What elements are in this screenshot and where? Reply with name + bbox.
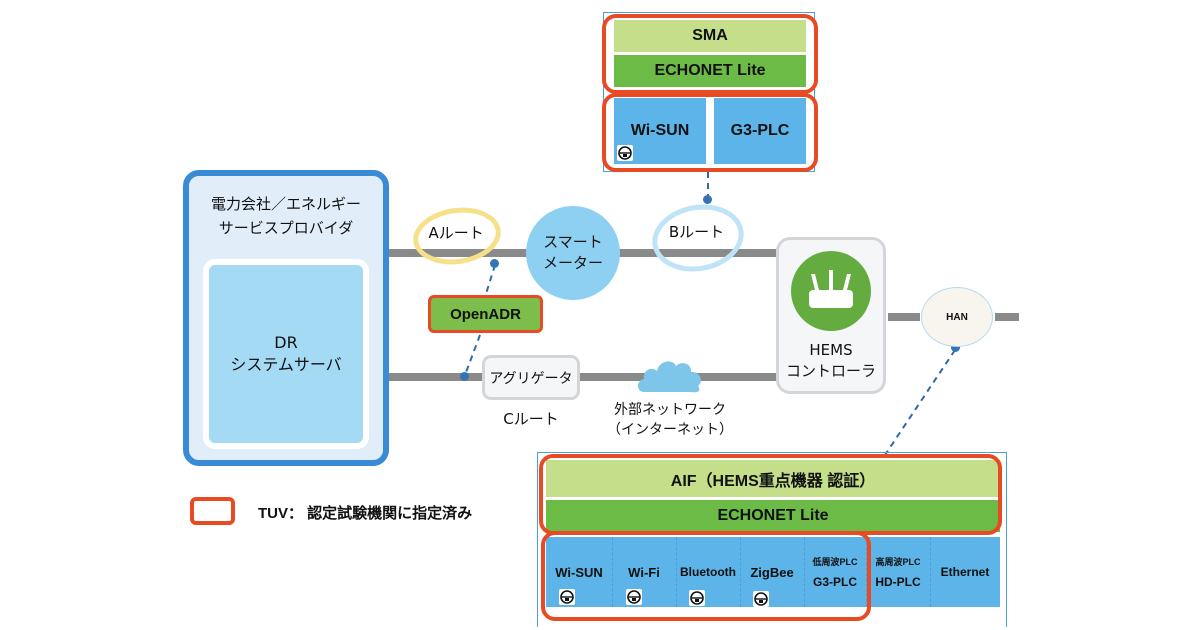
han-line-left <box>888 313 920 321</box>
c-route-label: Cルート <box>503 409 559 428</box>
protocol-zigbee: ZigBee <box>740 537 805 607</box>
protocol-label: Wi-Fi <box>628 564 660 580</box>
a-route-label: Aルート <box>428 223 485 242</box>
protocol-wisun: Wi-SUN <box>546 537 613 607</box>
server-line2: システムサーバ <box>230 355 342 374</box>
external-network-line2: （インターネット） <box>607 422 733 438</box>
protocol-sub: 高周波PLC <box>875 557 921 567</box>
tuv-legend-text: TUV： 認定試験機関に指定済み <box>258 505 473 522</box>
protocol-label: Bluetooth <box>680 565 736 579</box>
meter-g3plc-layer: G3-PLC <box>714 98 806 164</box>
han-node: HAN <box>921 287 993 347</box>
han-junction-dot <box>951 343 960 352</box>
protocol-label: HD-PLC <box>875 575 921 589</box>
meter-stack: SMA ECHONET Lite Wi-SUN G3-PLC <box>602 12 818 172</box>
hems-echonet-layer: ECHONET Lite <box>546 500 1000 532</box>
protocol-wifi: Wi-Fi <box>612 537 677 607</box>
smart-meter-line1: スマート <box>543 233 603 251</box>
meter-wisun-label: Wi-SUN <box>630 122 690 139</box>
han-label: HAN <box>946 311 968 323</box>
giteki-cert-icon <box>689 590 705 606</box>
router-icon <box>791 251 871 331</box>
protocol-label: G3-PLC <box>812 575 857 589</box>
giteki-cert-icon <box>617 145 633 161</box>
dr-system-server: DR システムサーバ <box>203 259 369 449</box>
protocol-g3plc: 低周波PLC G3-PLC <box>804 537 867 607</box>
protocol-row: Wi-SUN Wi-Fi Bluetooth ZigBee 低周波PLC G3-… <box>546 537 1000 607</box>
cloud-icon <box>638 361 701 393</box>
c-route-junction-dot <box>460 372 469 381</box>
hems-line1: HEMS <box>809 341 853 359</box>
aggregator-box: アグリゲータ <box>482 355 580 400</box>
protocol-sub: 低周波PLC <box>812 557 858 567</box>
hems-controller: HEMS コントローラ <box>776 237 886 394</box>
protocol-label: Wi-SUN <box>555 564 603 580</box>
protocol-label: Ethernet <box>940 565 990 579</box>
protocol-bluetooth: Bluetooth <box>676 537 741 607</box>
meter-tuv-frame-lower <box>602 93 818 172</box>
hems-line2: コントローラ <box>785 362 876 380</box>
meter-g3plc-label: G3-PLC <box>730 122 790 139</box>
protocol-ethernet: Ethernet <box>930 537 1000 607</box>
openadr-label: OpenADR <box>450 305 521 323</box>
han-line-right <box>995 313 1019 321</box>
smart-meter-line2: メーター <box>542 254 603 272</box>
aif-label: AIF（HEMS重点機器 認証） <box>670 472 876 490</box>
openadr-connector-bottom <box>464 334 481 376</box>
giteki-cert-icon <box>753 591 769 607</box>
openadr-connector-top <box>484 264 496 298</box>
han-stack-connector <box>884 349 956 456</box>
meter-tuv-frame-upper <box>602 14 818 94</box>
protocol-hdplc: 高周波PLC HD-PLC <box>866 537 931 607</box>
hems-label: HEMS コントローラ <box>779 340 883 382</box>
giteki-cert-icon <box>626 589 642 605</box>
provider-title-line1: 電力会社／エネルギー <box>210 195 361 213</box>
a-route-junction-dot <box>490 259 499 268</box>
router-glyph <box>809 270 853 308</box>
meter-echonet-label: ECHONET Lite <box>654 62 766 79</box>
provider-box: 電力会社／エネルギー サービスプロバイダ DR システムサーバ <box>183 170 389 466</box>
provider-title: 電力会社／エネルギー サービスプロバイダ <box>189 192 383 240</box>
meter-sma-layer: SMA <box>614 20 806 52</box>
smart-meter: スマート メーター <box>526 206 620 300</box>
meter-sma-label: SMA <box>692 27 728 44</box>
protocol-label: ZigBee <box>750 564 794 580</box>
meter-wisun-layer: Wi-SUN <box>614 98 706 164</box>
c-route-line <box>388 373 780 381</box>
aif-tuv-frame <box>539 454 1002 535</box>
b-route-label: Bルート <box>669 222 725 241</box>
meter-echonet-layer: ECHONET Lite <box>614 55 806 87</box>
external-network-line1: 外部ネットワーク <box>614 402 726 418</box>
provider-title-line2: サービスプロバイダ <box>218 219 354 237</box>
b-route-junction-dot <box>703 195 712 204</box>
openadr-badge: OpenADR <box>428 295 543 333</box>
external-network-label: 外部ネットワーク （インターネット） <box>590 400 750 440</box>
giteki-cert-icon <box>559 589 575 605</box>
tuv-legend-swatch <box>190 497 235 525</box>
aif-layer: AIF（HEMS重点機器 認証） <box>546 460 1000 497</box>
hems-stack: AIF（HEMS重点機器 認証） ECHONET Lite Wi-SUN Wi-… <box>537 452 1007 627</box>
server-line1: DR <box>274 333 298 352</box>
hems-echonet-label: ECHONET Lite <box>717 507 829 524</box>
protocol-tuv-frame <box>541 531 871 621</box>
aggregator-label: アグリゲータ <box>489 370 573 387</box>
